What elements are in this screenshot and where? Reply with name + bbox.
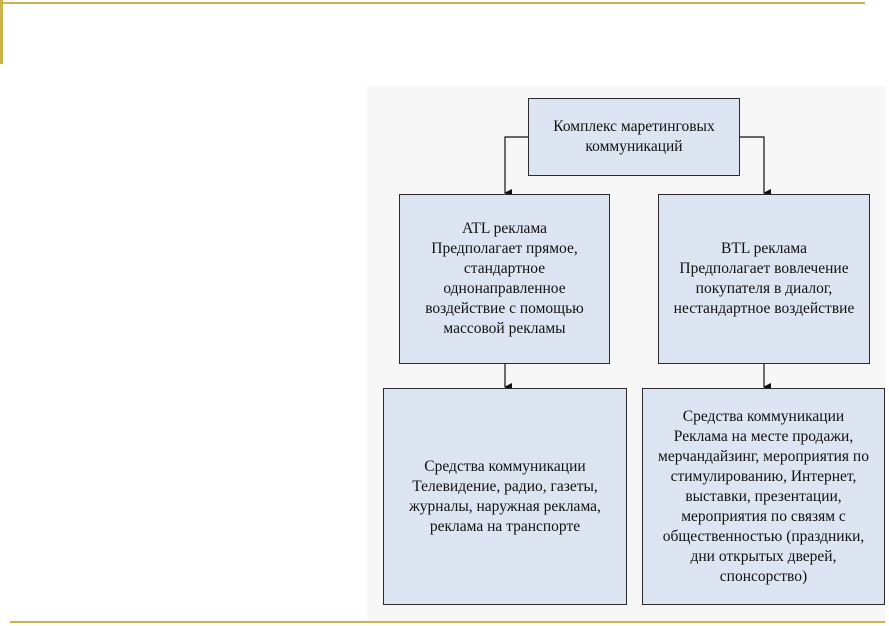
bottom-accent-line bbox=[10, 621, 885, 623]
btl-means-line-1: Средства коммуникации bbox=[682, 407, 845, 425]
atl-line-4: однонаправленное bbox=[443, 280, 566, 297]
btl-means-line-3: мерчандайзинг, мероприятия по bbox=[658, 447, 869, 465]
btl-means-line-9: спонсорство) bbox=[719, 567, 808, 585]
marketing-complex-box: Комплекс маретинговых коммуникаций bbox=[528, 98, 740, 176]
btl-means-line-2: Реклама на месте продажи, bbox=[673, 427, 854, 445]
btl-line-4: нестандартное воздействие bbox=[673, 300, 855, 317]
left-accent-bar bbox=[0, 0, 3, 64]
atl-line-5: воздействие с помощью bbox=[425, 300, 584, 317]
atl-means-line-4: реклама на транспорте bbox=[429, 517, 581, 535]
atl-means-line-2: Телевидение, радио, газеты, bbox=[412, 477, 598, 495]
btl-communication-means-box: Средства коммуникации Реклама на месте п… bbox=[642, 388, 885, 605]
atl-advertising-box: ATL реклама Предполагает прямое, стандар… bbox=[399, 194, 610, 364]
btl-line-2: Предполагает вовлечение bbox=[679, 260, 849, 277]
atl-communication-means-box: Средства коммуникации Телевидение, радио… bbox=[383, 388, 627, 605]
atl-line-2: Предполагает прямое, bbox=[431, 240, 578, 257]
root-line-1: Комплекс маретинговых bbox=[553, 118, 715, 135]
btl-line-1: BTL реклама bbox=[721, 240, 807, 257]
root-line-2: коммуникаций bbox=[585, 138, 683, 155]
btl-means-line-4: стимулированию, Интернет, bbox=[670, 467, 857, 485]
btl-means-line-6: мероприятия по связям с bbox=[681, 507, 846, 525]
atl-line-3: стандартное bbox=[463, 260, 546, 277]
btl-means-line-8: дни открытых дверей, bbox=[690, 547, 837, 565]
atl-means-line-3: журналы, наружная реклама, bbox=[409, 497, 601, 515]
btl-means-line-7: общественностью (праздники, bbox=[662, 527, 865, 545]
atl-means-line-1: Средства коммуникации bbox=[424, 457, 586, 475]
connector-root-to-btl bbox=[740, 136, 771, 197]
btl-advertising-box: BTL реклама Предполагает вовлечение поку… bbox=[658, 194, 870, 364]
top-accent-line bbox=[0, 2, 865, 4]
btl-means-line-5: выставки, презентации, bbox=[685, 487, 842, 505]
atl-line-1: ATL реклама bbox=[461, 220, 548, 237]
connector-root-to-atl bbox=[504, 136, 528, 197]
atl-line-6: массовой рекламы bbox=[443, 320, 566, 337]
btl-line-3: покупателя в диалог, bbox=[695, 280, 833, 297]
